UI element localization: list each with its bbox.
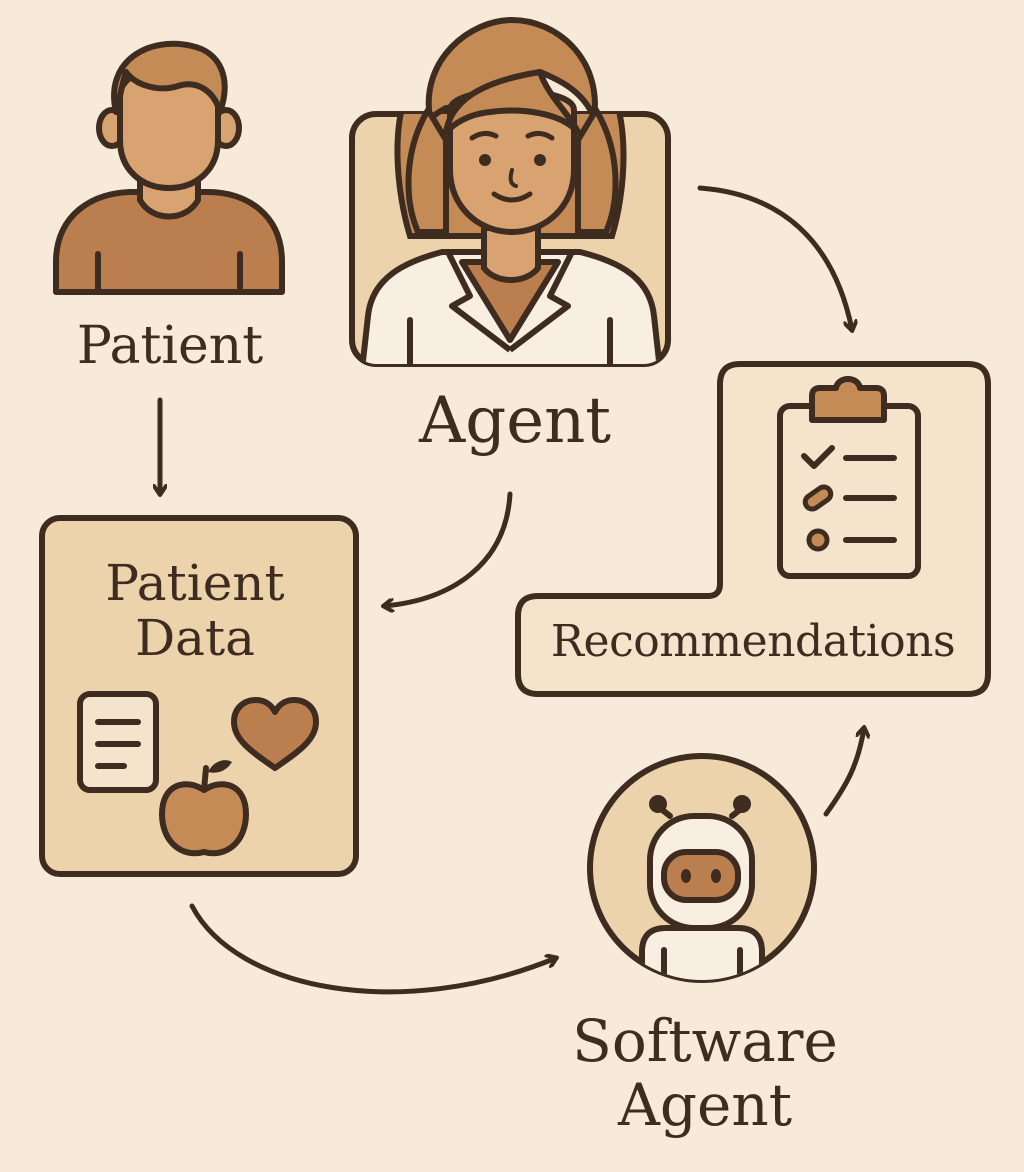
arrow-data-to-software xyxy=(189,903,556,995)
arrow-agent-to-recommendations xyxy=(697,185,852,330)
patient-label: Patient xyxy=(76,316,264,376)
clipboard-checklist-icon xyxy=(777,376,921,579)
recommendations-box xyxy=(515,361,991,697)
arrow-agent-to-data xyxy=(384,491,513,606)
patient-data-label-line2: Data xyxy=(135,609,255,667)
patient-data-box xyxy=(39,515,359,877)
software-agent-label: Software Agent xyxy=(545,1007,865,1139)
document-icon xyxy=(77,691,159,793)
robot-icon xyxy=(587,753,817,983)
software-agent-label-line1: Software xyxy=(572,1007,838,1075)
agent-label: Agent xyxy=(419,384,611,458)
patient-person-icon xyxy=(53,40,285,295)
software-agent-label-line2: Agent xyxy=(618,1070,792,1139)
apple-icon xyxy=(159,760,249,857)
patient-data-label-line1: Patient xyxy=(105,554,285,612)
heart-icon xyxy=(231,697,319,771)
arrows xyxy=(160,185,864,995)
patient-data-label: Patient Data xyxy=(75,556,315,666)
doctor-portrait-frame xyxy=(349,17,671,367)
arrow-software-to-recommendations xyxy=(823,728,864,817)
recommendations-label: Recommendations xyxy=(550,616,956,667)
